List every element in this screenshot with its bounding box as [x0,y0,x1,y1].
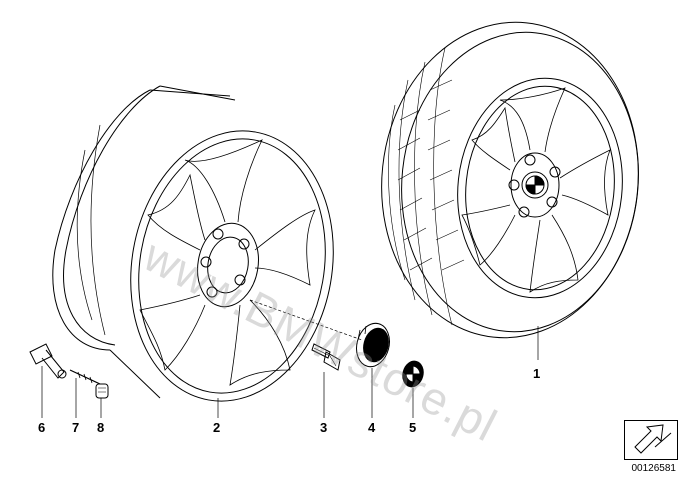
bmw-roundel-icon [525,175,545,195]
callout-5: 5 [409,420,417,435]
document-number: 00126581 [631,463,677,474]
valve-cap [95,383,109,399]
wheel-rim [52,85,334,402]
leader-lines [41,299,539,418]
callout-6: 6 [38,420,46,435]
callout-1: 1 [533,366,541,381]
callout-2: 2 [213,420,221,435]
callout-7: 7 [72,420,80,435]
wheel-bolt [311,343,341,371]
arrow-icon[interactable] [624,420,678,460]
callout-4: 4 [368,420,376,435]
valve [29,343,67,379]
valve-core [69,369,101,385]
hub-cap [356,322,390,368]
wheel-with-tyre [381,21,639,339]
wheel-emblem [402,360,424,388]
callout-8: 8 [97,420,105,435]
callout-3: 3 [320,420,328,435]
